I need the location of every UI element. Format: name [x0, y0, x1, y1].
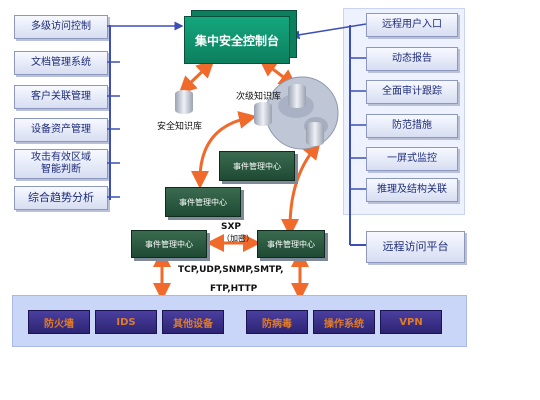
remote-access-platform[interactable]: 远程访问平台: [366, 231, 465, 263]
event-center-bottom-right[interactable]: 事件管理中心: [257, 230, 325, 258]
database-icon-secondary-2: [288, 84, 306, 108]
device-vpn[interactable]: VPN: [380, 310, 442, 334]
database-icon-secondary-3: [306, 122, 324, 146]
device-os[interactable]: 操作系统: [313, 310, 375, 334]
left-item-document-management[interactable]: 文档管理系统: [14, 51, 108, 75]
left-item-trend-analysis[interactable]: 综合趋势分析: [14, 186, 108, 210]
database-icon-secondary-1: [254, 102, 272, 126]
device-firewall[interactable]: 防火墙: [28, 310, 90, 334]
protocols-line-2: FTP,HTTP: [210, 284, 258, 294]
right-item-dynamic-report[interactable]: 动态报告: [366, 47, 458, 71]
database-icon: [175, 90, 193, 114]
sxp-encrypted-label: （加密）: [222, 234, 254, 243]
device-ids[interactable]: IDS: [95, 310, 157, 334]
left-item-access-control[interactable]: 多级访问控制: [14, 15, 108, 39]
left-item-customer-relation[interactable]: 客户关联管理: [14, 85, 108, 109]
security-knowledge-label: 安全知识库: [157, 122, 203, 132]
right-item-prevention[interactable]: 防范措施: [366, 114, 458, 138]
central-console[interactable]: 集中安全控制台: [184, 16, 290, 64]
event-center-middle[interactable]: 事件管理中心: [165, 187, 241, 217]
device-other[interactable]: 其他设备: [162, 310, 224, 334]
secondary-knowledge-label: 次级知识库: [236, 92, 282, 102]
device-antivirus[interactable]: 防病毒: [246, 310, 308, 334]
event-center-top[interactable]: 事件管理中心: [219, 151, 295, 181]
event-center-bottom-left[interactable]: 事件管理中心: [131, 230, 207, 258]
left-item-attack-zone[interactable]: 攻击有效区域 智能判断: [14, 149, 108, 179]
right-item-monitor[interactable]: 一屏式监控: [366, 147, 458, 171]
left-item-asset-management[interactable]: 设备资产管理: [14, 118, 108, 142]
protocols-line-1: TCP,UDP,SNMP,SMTP,: [178, 265, 284, 275]
right-item-inference[interactable]: 推理及结构关联: [366, 178, 458, 202]
right-item-remote-user[interactable]: 远程用户入口: [366, 13, 458, 37]
sxp-label: SXP: [221, 222, 242, 232]
right-item-audit[interactable]: 全面审计跟踪: [366, 80, 458, 104]
